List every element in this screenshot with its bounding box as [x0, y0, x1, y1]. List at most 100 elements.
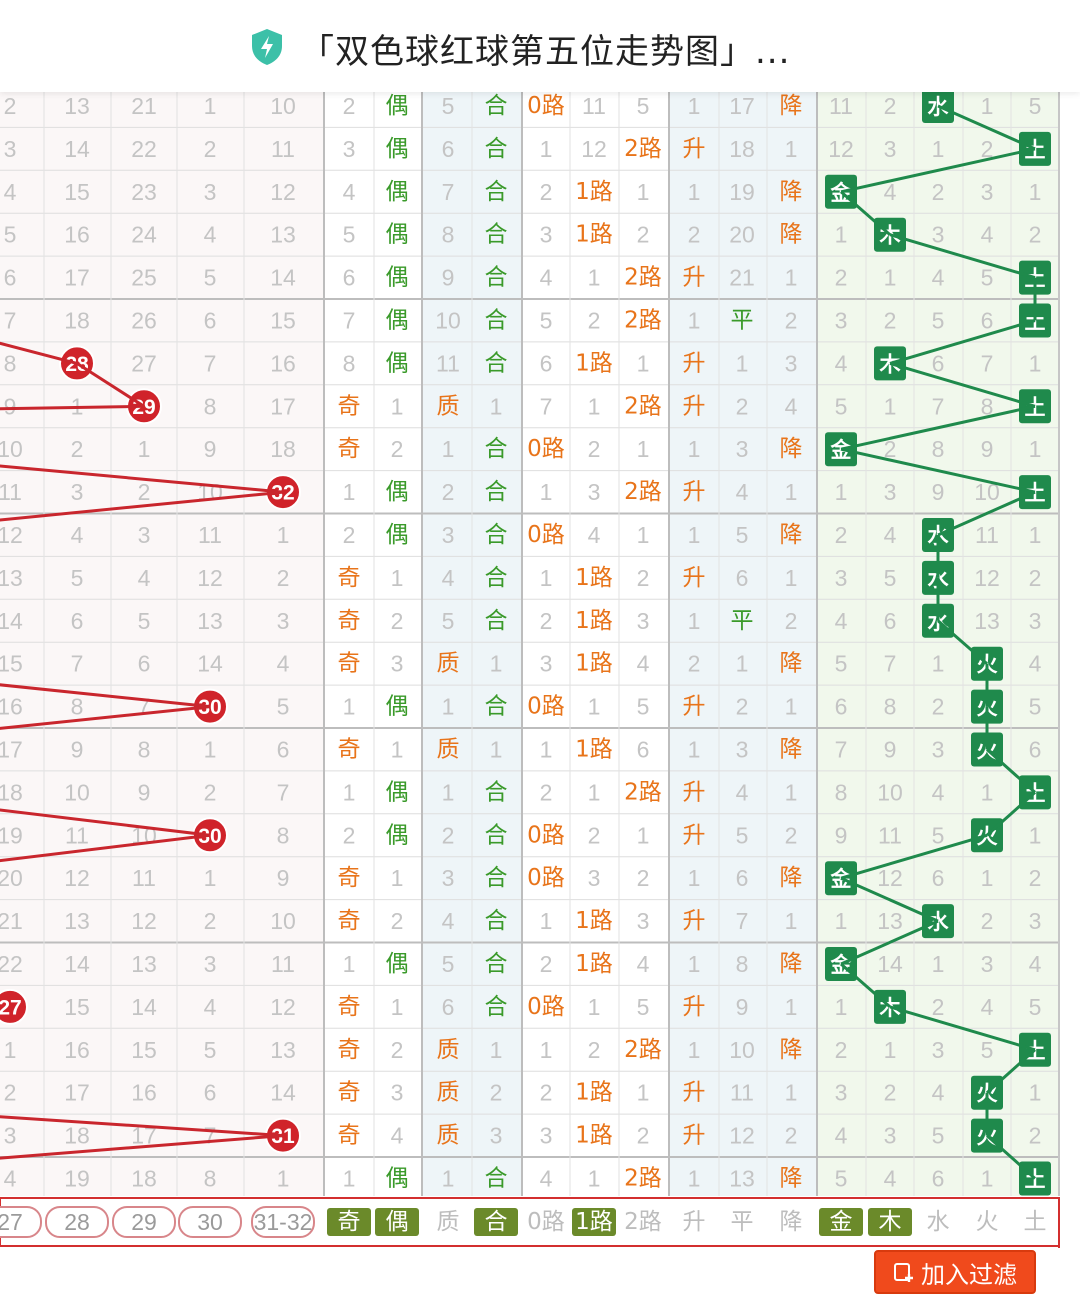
- table-cell: 9: [71, 737, 84, 763]
- table-cell: 2: [932, 994, 945, 1020]
- table-cell: 5: [442, 93, 455, 119]
- filter-option-奇[interactable]: 奇: [327, 1208, 371, 1236]
- table-cell: 6: [442, 136, 455, 162]
- filter-option-31-32[interactable]: 31-32: [251, 1206, 315, 1238]
- filter-selected-box[interactable]: [474, 1208, 518, 1236]
- filter-option-火[interactable]: 火: [976, 1209, 999, 1235]
- filter-option-木[interactable]: 木: [868, 1208, 912, 1236]
- table-cell: 12: [581, 136, 607, 162]
- table-cell: 1: [637, 350, 650, 376]
- filter-option-偶[interactable]: 偶: [375, 1208, 419, 1236]
- table-cell: 0路: [527, 694, 565, 720]
- table-cell: 奇: [338, 565, 361, 591]
- filter-option-升[interactable]: 升: [683, 1209, 706, 1235]
- filter-option-质[interactable]: 质: [437, 1209, 460, 1235]
- table-cell: 5: [736, 522, 749, 548]
- table-cell: 10: [729, 1037, 755, 1063]
- table-cell: 14: [270, 265, 296, 291]
- table-cell: 偶: [386, 179, 409, 205]
- table-cell: 5: [637, 694, 650, 720]
- trend-line-segment: [937, 104, 1036, 151]
- table-cell: 2: [442, 479, 455, 505]
- table-cell: 17: [64, 1080, 90, 1106]
- filter-option-合[interactable]: 合: [474, 1208, 518, 1236]
- filter-pill[interactable]: [0, 1206, 42, 1238]
- table-cell: 4: [884, 1166, 897, 1192]
- table-cell: 1: [688, 308, 701, 334]
- filter-option-降[interactable]: 降: [780, 1209, 803, 1235]
- filter-option-label: 木: [879, 1209, 902, 1235]
- table-cell: 1: [1029, 436, 1042, 462]
- filter-selected-box[interactable]: [327, 1208, 371, 1236]
- filter-selected-box[interactable]: [572, 1208, 616, 1236]
- table-cell: 3: [884, 136, 897, 162]
- table-cell: 12: [197, 565, 223, 591]
- table-cell: 1: [688, 1037, 701, 1063]
- table-cell: 6: [204, 308, 217, 334]
- filter-option-2路[interactable]: 2路: [624, 1209, 662, 1235]
- filter-pill[interactable]: [45, 1206, 109, 1238]
- filter-pill[interactable]: [112, 1206, 176, 1238]
- filter-pill[interactable]: [178, 1206, 242, 1238]
- filter-option-土[interactable]: 土: [1024, 1209, 1047, 1235]
- filter-selected-box[interactable]: [375, 1208, 419, 1236]
- table-cell: 4: [391, 1123, 404, 1149]
- table-cell: 5: [736, 822, 749, 848]
- trend-line-segment: [0, 833, 211, 863]
- table-cell: 2路: [624, 393, 662, 419]
- table-cell: 2: [785, 822, 798, 848]
- filter-option-平[interactable]: 平: [731, 1209, 754, 1235]
- table-cell: 13: [197, 608, 223, 634]
- table-cell: 6: [884, 608, 897, 634]
- filter-option-label: 降: [780, 1209, 803, 1235]
- filter-option-28[interactable]: 28: [45, 1206, 109, 1238]
- table-cell: 5: [981, 1037, 994, 1063]
- filter-option-0路[interactable]: 0路: [527, 1209, 565, 1235]
- table-cell: 平: [731, 608, 754, 634]
- table-cell: 1: [981, 1166, 994, 1192]
- table-cell: 5: [835, 393, 848, 419]
- filter-option-label: 升: [683, 1209, 706, 1235]
- table-cell: 1: [688, 436, 701, 462]
- filter-pill[interactable]: [251, 1206, 315, 1238]
- table-cell: 1: [932, 951, 945, 977]
- table-cell: 1: [540, 737, 553, 763]
- table-cell: 3: [835, 565, 848, 591]
- table-cell: 6: [540, 350, 553, 376]
- table-cell: 6: [932, 865, 945, 891]
- trend-line-segment: [0, 808, 211, 837]
- trend-line-segment: [986, 791, 1036, 837]
- filter-option-金[interactable]: 金: [819, 1208, 863, 1236]
- table-cell: 13: [729, 1166, 755, 1192]
- filter-option-水[interactable]: 水: [927, 1209, 950, 1235]
- table-cell: 4: [343, 179, 356, 205]
- table-cell: 2: [637, 222, 650, 248]
- table-cell: 19: [729, 179, 755, 205]
- table-cell: 4: [884, 179, 897, 205]
- table-cell: 5: [981, 265, 994, 291]
- filter-option-30[interactable]: 30: [178, 1206, 242, 1238]
- table-cell: 16: [270, 350, 296, 376]
- table-cell: 20: [0, 865, 23, 891]
- table-cell: 16: [64, 1037, 90, 1063]
- filter-option-27[interactable]: 27: [0, 1206, 42, 1238]
- trend-line-segment: [840, 447, 1036, 494]
- filter-option-29[interactable]: 29: [112, 1206, 176, 1238]
- table-cell: 1: [981, 779, 994, 805]
- filter-selected-box[interactable]: [819, 1208, 863, 1236]
- table-cell: 5: [835, 651, 848, 677]
- filter-selected-box[interactable]: [868, 1208, 912, 1236]
- table-cell: 偶: [386, 822, 409, 848]
- table-cell: 3: [4, 136, 17, 162]
- table-cell: 8: [884, 694, 897, 720]
- trend-line-segment: [986, 1134, 1036, 1180]
- table-cell: 奇: [338, 994, 361, 1020]
- add-filter-button[interactable]: 加入过滤: [874, 1250, 1036, 1294]
- filter-option-1路[interactable]: 1路: [572, 1208, 616, 1236]
- table-cell: 2: [884, 308, 897, 334]
- table-cell: 5: [204, 265, 217, 291]
- table-cell: 4: [540, 265, 553, 291]
- table-cell: 7: [736, 908, 749, 934]
- filter-option-label: 0路: [527, 1209, 565, 1235]
- table-cell: 升: [683, 350, 706, 376]
